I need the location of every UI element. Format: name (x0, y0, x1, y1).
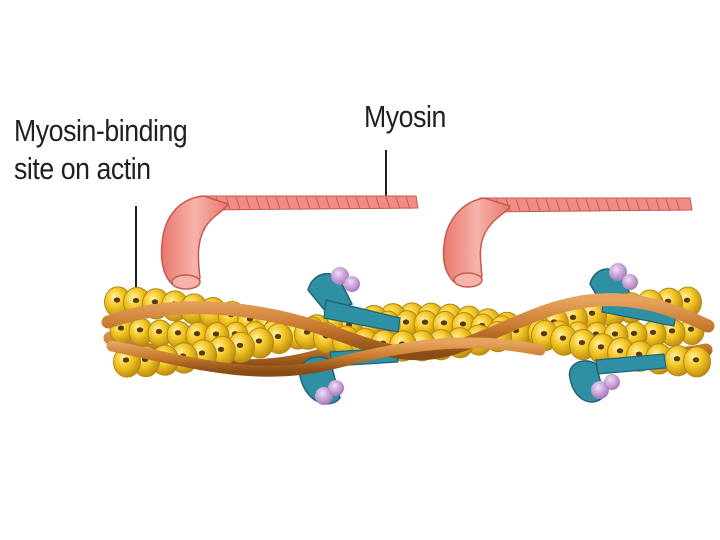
myosin-binding-site-dot (174, 330, 182, 336)
myosin-binding-site-dot (611, 331, 619, 337)
myosin-binding-site-dot (668, 328, 676, 334)
myosin-binding-site-dot (236, 342, 244, 348)
troponin-purple-subunit (609, 263, 627, 281)
myosin-binding-site-dot (136, 327, 144, 333)
troponin-purple-subunit (622, 274, 638, 290)
troponin-purple-subunit (604, 374, 620, 390)
myosin-binding-site-dot (193, 331, 201, 337)
myosin-binding-site-dot (683, 297, 691, 303)
troponin-purple-subunit (591, 381, 609, 399)
myosin-binding-site-dot (198, 350, 206, 356)
myosin-binding-site-dot (616, 348, 624, 354)
myosin-binding-site-dot (132, 297, 140, 304)
myosin-binding-site-dot (113, 297, 121, 303)
myosin-binding-site-dot (212, 331, 220, 337)
myosin-molecule-right (442, 197, 693, 288)
troponin-purple-subunit (344, 276, 360, 292)
myosin-binding-site-dot (255, 338, 263, 344)
myosin-binding-site-dot (155, 328, 163, 335)
myosin-binding-site-dot (540, 331, 548, 337)
myosin-binding-site-dot (687, 326, 695, 332)
myosin-molecule-left (160, 195, 419, 290)
binding-site-label-line1: Myosin-binding (14, 113, 188, 148)
myosin-binding-site-dot (588, 310, 596, 316)
myosin-binding-site-dot (117, 325, 125, 331)
myosin-head-right (442, 197, 511, 286)
myosin-binding-site-dot (597, 344, 605, 350)
myosin-binding-site-dot (122, 357, 130, 363)
myosin-binding-site-dot (649, 329, 657, 335)
myosin-binding-site-dot (569, 314, 577, 321)
myosin-tail-stripes-right (485, 198, 681, 212)
myosin-head-left (160, 195, 229, 288)
myosin-binding-site-dot (692, 357, 700, 363)
troponin-purple-subunit (331, 267, 349, 285)
myosin-binding-site-dot (274, 333, 282, 340)
myosin-binding-site-dot (402, 319, 410, 325)
myosin-binding-site-dot (217, 346, 225, 353)
myosin-binding-site-dot (151, 299, 159, 305)
myosin-binding-site-dot (673, 356, 681, 362)
myosin-binding-site-label: Myosin-binding site on actin (14, 112, 188, 188)
myosin-binding-site-dot (559, 335, 567, 341)
troponin-purple-subunit (315, 387, 333, 405)
myosin-binding-site-dot (578, 339, 586, 346)
troponin-purple-subunit (328, 380, 344, 396)
tropomyosin-strand-lower (106, 337, 546, 377)
myosin-label: Myosin (364, 99, 446, 134)
myosin-binding-site-dot (459, 321, 467, 327)
myosin-binding-site-dot (630, 330, 638, 336)
tropomyosin-strand-front (101, 293, 715, 361)
myosin-binding-site-dot (440, 320, 448, 326)
myosin-binding-site-dot (421, 319, 429, 325)
binding-site-label-line2: site on actin (14, 151, 151, 186)
